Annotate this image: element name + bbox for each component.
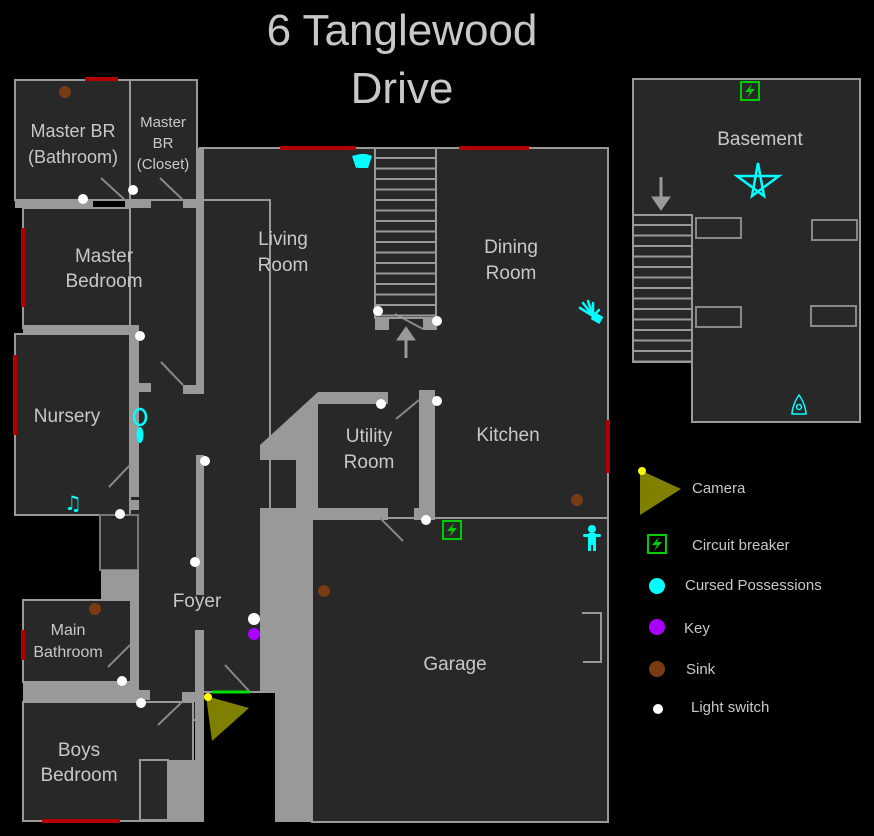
- boys-closet-floor: [139, 759, 169, 821]
- ouija-board-icon: [791, 393, 807, 415]
- main-bathroom-floor: [22, 599, 132, 683]
- legend-item-circuit-breaker: Circuit breaker: [647, 534, 790, 554]
- circuit-breaker-icon: [442, 520, 462, 540]
- tarot-cards-icon: [352, 154, 372, 168]
- circuit-breaker-icon: [740, 81, 760, 101]
- map-title: 6 Tanglewood Drive: [200, 2, 604, 118]
- haunted-mirror-icon: [132, 407, 148, 443]
- legend-label: Cursed Possessions: [685, 577, 822, 594]
- light-switch-icon: [78, 194, 88, 204]
- legend-label: Circuit breaker: [692, 537, 790, 554]
- light-switch-icon: [248, 613, 260, 625]
- sink-icon: [89, 603, 101, 615]
- sink-dot-icon: [649, 661, 665, 677]
- legend-item-cursed-possessions: Cursed Possessions: [649, 577, 822, 594]
- windows: [13, 77, 610, 823]
- light-switch-icon: [135, 331, 145, 341]
- stairs-up-arrow: [396, 326, 416, 358]
- key-icon: [248, 628, 260, 640]
- monkey-paw-icon: [583, 525, 601, 551]
- light-switch-icon: [432, 316, 442, 326]
- music-box-icon: ♫: [64, 491, 82, 515]
- room-label-basement: Basement: [717, 129, 803, 150]
- map-title-line2: Drive: [350, 64, 454, 113]
- legend-item-sink: Sink: [649, 661, 716, 678]
- legend-item-key: Key: [649, 619, 710, 637]
- light-switch-icon: [117, 676, 127, 686]
- basement-staircase: [632, 214, 693, 363]
- legend-label: Camera: [692, 480, 746, 497]
- cursed-possession-dot-icon: [649, 578, 665, 594]
- main-staircase: [374, 147, 437, 319]
- garage-bench: [582, 612, 602, 663]
- light-switch-icon: [373, 306, 383, 316]
- light-switch-dot-icon: [653, 704, 663, 714]
- room-label-garage: Garage: [423, 654, 486, 675]
- light-switches: [78, 185, 442, 708]
- light-switch-icon: [190, 557, 200, 567]
- map-title-line1: 6 Tanglewood: [266, 6, 538, 55]
- cursed-possessions: ♫: [64, 154, 807, 551]
- light-switch-icon: [432, 396, 442, 406]
- basement-tables: [695, 217, 858, 328]
- doors: [100, 177, 424, 726]
- summoning-circle-icon: [733, 162, 783, 199]
- circuit-breaker-icon: [647, 534, 667, 554]
- room-label-master-bathroom: Master BR(Bathroom): [28, 121, 118, 167]
- legend: Camera Circuit breaker Cursed Possession…: [638, 467, 822, 716]
- stairs-down-arrow: [651, 177, 671, 211]
- sink-icon: [59, 86, 71, 98]
- legend-item-camera: Camera: [638, 467, 746, 515]
- light-switch-icon: [421, 515, 431, 525]
- camera-icon: [640, 470, 681, 515]
- legend-label: Key: [684, 620, 710, 637]
- sink-icon: [318, 585, 330, 597]
- legend-label: Sink: [686, 661, 716, 678]
- camera-icon: [204, 693, 249, 741]
- light-switch-icon: [376, 399, 386, 409]
- room-label-nursery: Nursery: [34, 406, 101, 427]
- voodoo-doll-icon: [578, 299, 604, 324]
- legend-item-light-switch: Light switch: [653, 699, 769, 716]
- sink-icon: [571, 494, 583, 506]
- light-switch-icon: [128, 185, 138, 195]
- sinks: [59, 86, 583, 615]
- room-label-foyer: Foyer: [173, 591, 222, 612]
- light-switch-icon: [200, 456, 210, 466]
- left-closet-floor: [99, 514, 139, 571]
- legend-label: Light switch: [691, 699, 769, 716]
- light-switch-icon: [136, 698, 146, 708]
- room-label-kitchen: Kitchen: [476, 425, 539, 446]
- key-dot-icon: [649, 619, 665, 635]
- garage-floor: [311, 517, 609, 823]
- walls: [15, 148, 437, 822]
- light-switch-icon: [115, 509, 125, 519]
